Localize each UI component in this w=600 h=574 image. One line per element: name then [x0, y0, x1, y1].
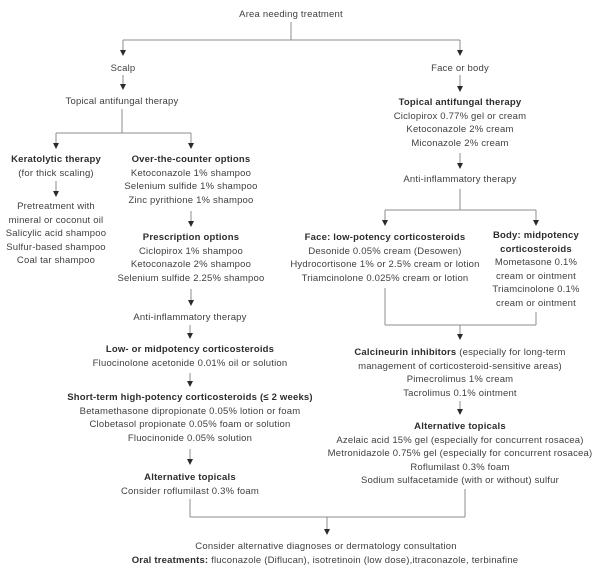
- short-term-title: Short-term high-potency corticosteroids …: [67, 392, 313, 403]
- node-consider-alternative-diagnoses: Consider alternative diagnoses or dermat…: [195, 541, 457, 552]
- arrow-connectors: [53, 40, 539, 535]
- oral-treatments-list: fluconazole (Diflucan), isotretinoin (lo…: [208, 555, 519, 566]
- node-face-body-alternative-topicals: Alternative topicals Azelaic acid 15% ge…: [328, 420, 593, 488]
- low-mid-title: Low- or midpotency corticosteroids: [105, 344, 275, 355]
- node-otc-options: Over-the-counter options Ketoconazole 1%…: [124, 153, 257, 207]
- node-scalp: Scalp: [110, 63, 136, 74]
- fb-antifungal-title: Topical antifungal therapy: [398, 97, 522, 108]
- calcineurin-title: Calcineurin inhibitors: [354, 347, 457, 358]
- node-keratolytic-therapy: Keratolytic therapy (for thick scaling): [11, 153, 101, 180]
- scalp-alt-topicals-lines: Consider roflumilast 0.3% foam: [121, 485, 259, 497]
- node-oral-treatments: Oral treatments: fluconazole (Diflucan),…: [132, 554, 519, 568]
- prescription-title: Prescription options: [142, 232, 240, 243]
- node-face-body-topical-antifungal: Topical antifungal therapy Ciclopirox 0.…: [394, 96, 527, 150]
- oral-treatments-label: Oral treatments:: [131, 555, 209, 566]
- keratolytic-title: Keratolytic therapy: [11, 154, 101, 165]
- calcineurin-note: (especially for long-term: [456, 347, 566, 358]
- node-scalp-anti-inflammatory: Anti-inflammatory therapy: [133, 312, 247, 323]
- node-area-needing-treatment: Area needing treatment: [239, 9, 343, 20]
- node-face-low-potency-corticosteroids: Face: low-potency corticosteroids Desoni…: [290, 231, 479, 285]
- node-face-body-anti-inflammatory: Anti-inflammatory therapy: [403, 174, 517, 185]
- low-mid-lines: Fluocinolone acetonide 0.01% oil or solu…: [92, 357, 288, 369]
- face-steroids-title: Face: low-potency corticosteroids: [304, 232, 466, 243]
- keratolytic-subtitle: (for thick scaling): [18, 167, 94, 179]
- node-prescription-options: Prescription options Ciclopirox 1% shamp…: [117, 231, 264, 285]
- fb-alt-topicals-title: Alternative topicals: [414, 421, 506, 432]
- scalp-alt-topicals-title: Alternative topicals: [144, 472, 236, 483]
- calcineurin-title-line2: management of corticosteroid-sensitive a…: [358, 360, 562, 372]
- node-face-or-body: Face or body: [431, 63, 489, 74]
- face-steroids-lines: Desonide 0.05% cream (Desowen)Hydrocorti…: [290, 245, 480, 284]
- node-short-term-high-potency: Short-term high-potency corticosteroids …: [67, 391, 313, 445]
- short-term-lines: Betamethasone dipropionate 0.05% lotion …: [79, 405, 301, 444]
- otc-title: Over-the-counter options: [131, 154, 251, 165]
- fb-alt-topicals-lines: Azelaic acid 15% gel (especially for con…: [327, 434, 593, 487]
- calcineurin-title-line1: Calcineurin inhibitors (especially for l…: [354, 346, 565, 360]
- node-low-midpotency-corticosteroids: Low- or midpotency corticosteroids Fluoc…: [93, 343, 288, 370]
- node-scalp-topical-antifungal: Topical antifungal therapy: [65, 96, 179, 107]
- node-scalp-alternative-topicals: Alternative topicals Consider roflumilas…: [121, 471, 259, 498]
- node-calcineurin-inhibitors: Calcineurin inhibitors (especially for l…: [354, 346, 565, 400]
